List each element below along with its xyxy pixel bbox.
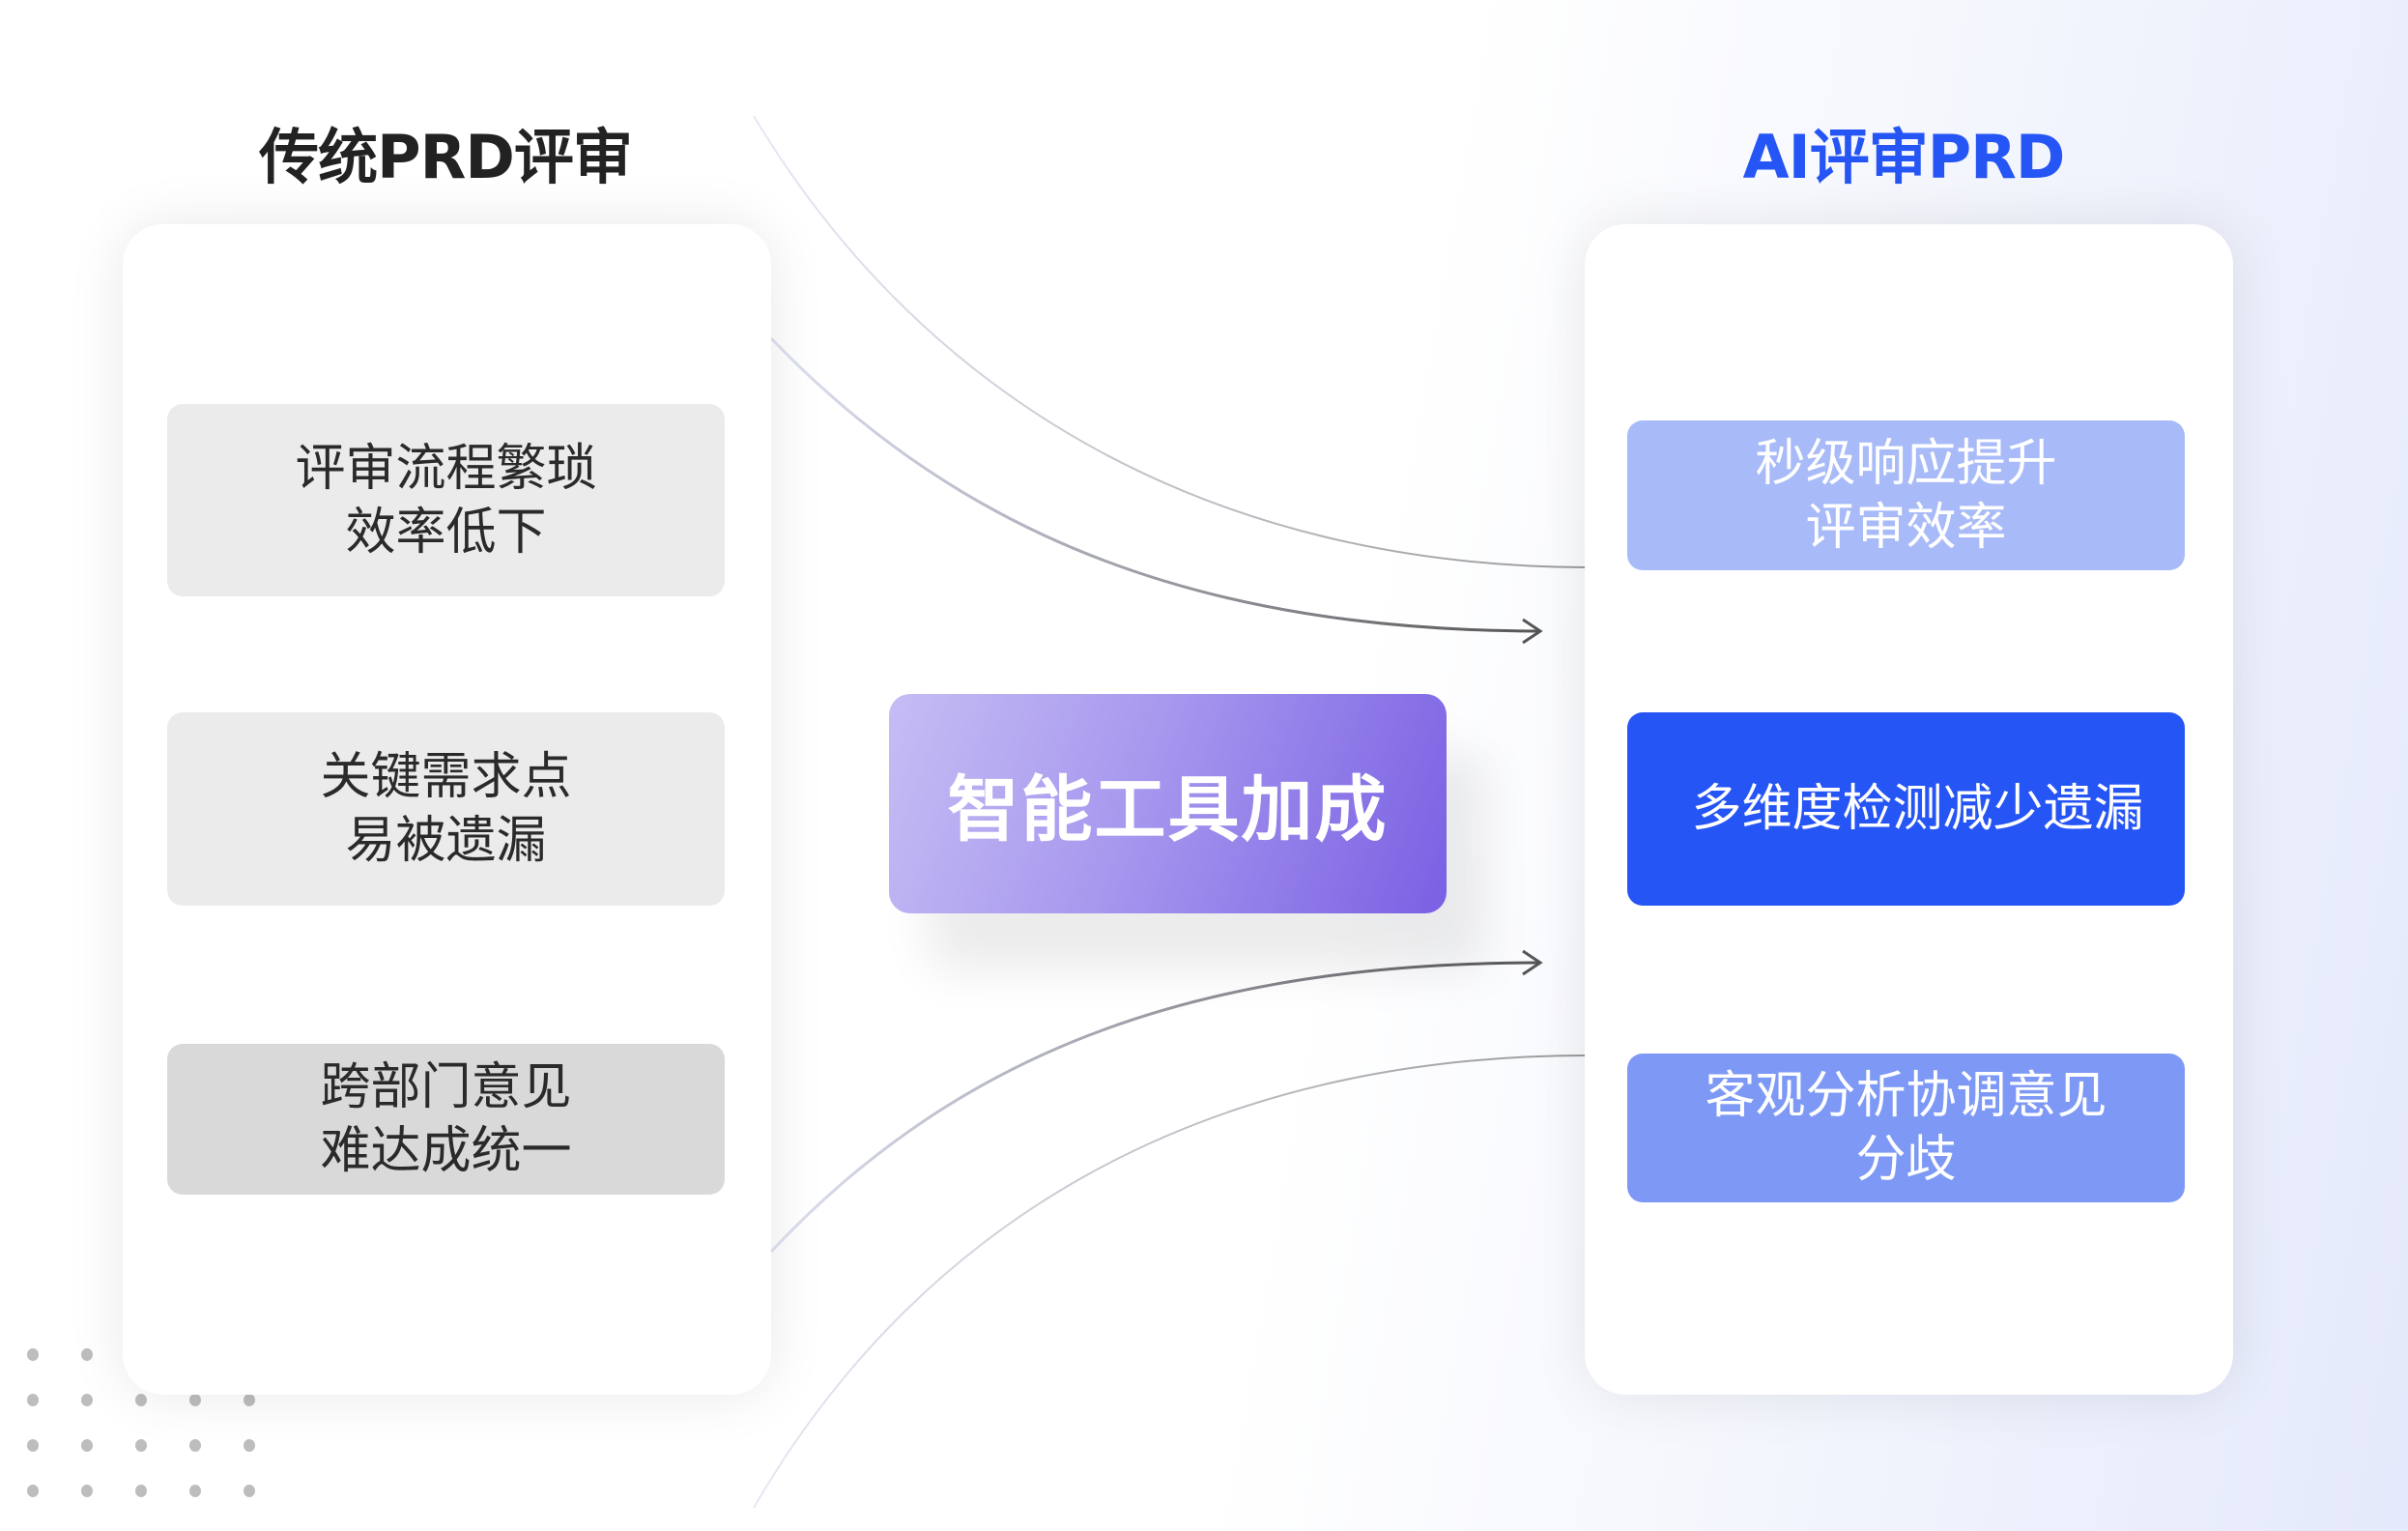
decorative-curve-top <box>753 115 1586 568</box>
decorative-curve-bottom <box>753 1054 1586 1509</box>
smart-tool-boost-box: 智能工具加成 <box>889 694 1447 913</box>
ai-review-card: 秒级响应提升 评审效率 多维度检测减少遗漏 客观分析协调意见 分歧 <box>1585 224 2233 1395</box>
arrow-curve-top <box>769 336 1539 633</box>
benefit-item: 客观分析协调意见 分歧 <box>1627 1054 2185 1202</box>
arrow-head-bottom-icon <box>1522 949 1543 976</box>
ai-review-title: AI评审PRD <box>1742 122 2066 192</box>
traditional-review-title: 传统PRD评审 <box>259 122 633 192</box>
traditional-review-card: 评审流程繁琐 效率低下 关键需求点 易被遗漏 跨部门意见 难达成统一 <box>123 224 771 1395</box>
benefit-item: 多维度检测减少遗漏 <box>1627 712 2185 906</box>
arrow-head-top-icon <box>1522 618 1543 645</box>
pain-point-item: 评审流程繁琐 效率低下 <box>167 404 725 596</box>
arrow-curve-bottom <box>769 961 1539 1254</box>
benefit-item: 秒级响应提升 评审效率 <box>1627 420 2185 570</box>
pain-point-item: 关键需求点 易被遗漏 <box>167 712 725 906</box>
pain-point-item: 跨部门意见 难达成统一 <box>167 1044 725 1195</box>
